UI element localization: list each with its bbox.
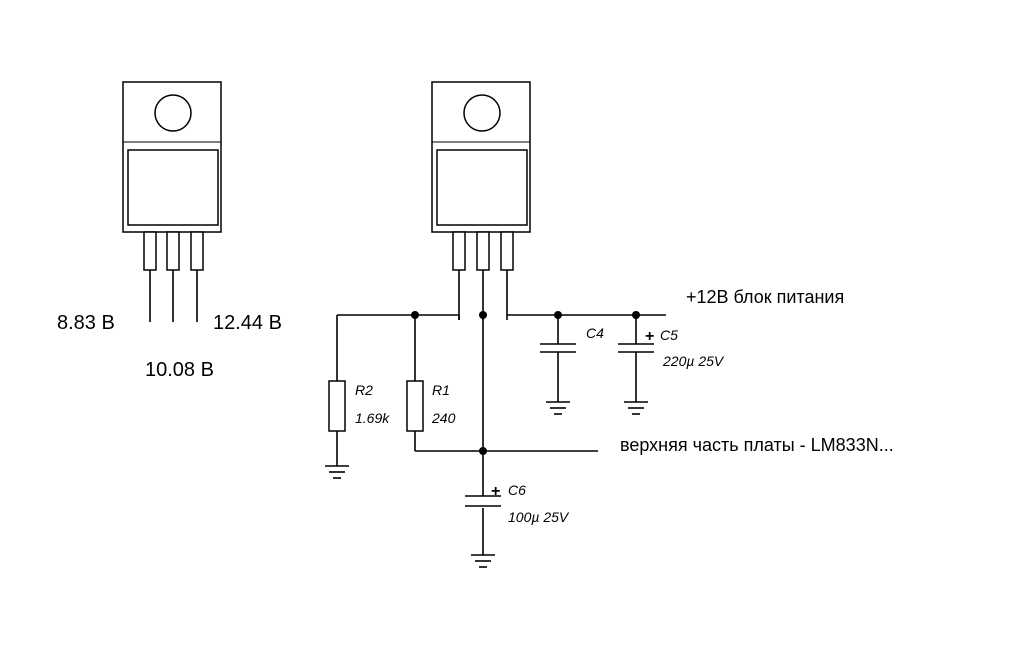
junction-c4 [554,311,562,319]
supply-label: +12B блок питания [686,287,844,307]
mounting-hole [154,94,192,132]
voltage-pin-left: 8.83 B [57,312,115,334]
package-body [127,149,219,226]
mounting-hole [463,94,501,132]
resistor-r2 [328,380,346,432]
junction-out [479,447,487,455]
capacitor-c5 [618,343,654,353]
r1-ref: R1 [432,382,450,398]
r2-value: 1.69k [355,410,390,426]
c5-ref: C5 [660,327,678,343]
ground-icon [325,465,349,479]
junction-out-top [479,311,487,319]
output-label: верхняя часть платы - LM833N... [620,435,894,455]
c6-ref: C6 [508,482,526,498]
voltage-pin-right: 12.44 B [213,312,282,334]
package-body [436,149,528,226]
voltage-pin-middle: 10.08 B [145,359,214,381]
pin-left [143,231,157,271]
r2-ref: R2 [355,382,373,398]
regulator-package-left [122,81,222,322]
junctions [411,311,640,455]
wires [336,314,666,555]
ground-icon [471,554,495,568]
regulator-package-right [431,81,531,320]
pin-middle [166,231,180,271]
junction-c5 [632,311,640,319]
c5-polarity: + [645,328,654,345]
pin-out [476,231,490,271]
c4-ref: C4 [586,325,604,341]
pin-right [190,231,204,271]
c6-polarity: + [491,483,500,500]
pin-adj [452,231,466,271]
ground-icon [546,401,570,415]
pin-in [500,231,514,271]
c6-value: 100µ 25V [508,509,570,525]
r1-value: 240 [431,410,456,426]
c5-value: 220µ 25V [662,353,725,369]
capacitor-c4 [540,343,576,353]
ground-icon [624,401,648,415]
capacitor-c6 [465,495,501,507]
junction-adj [411,311,419,319]
resistor-r1 [406,380,424,432]
